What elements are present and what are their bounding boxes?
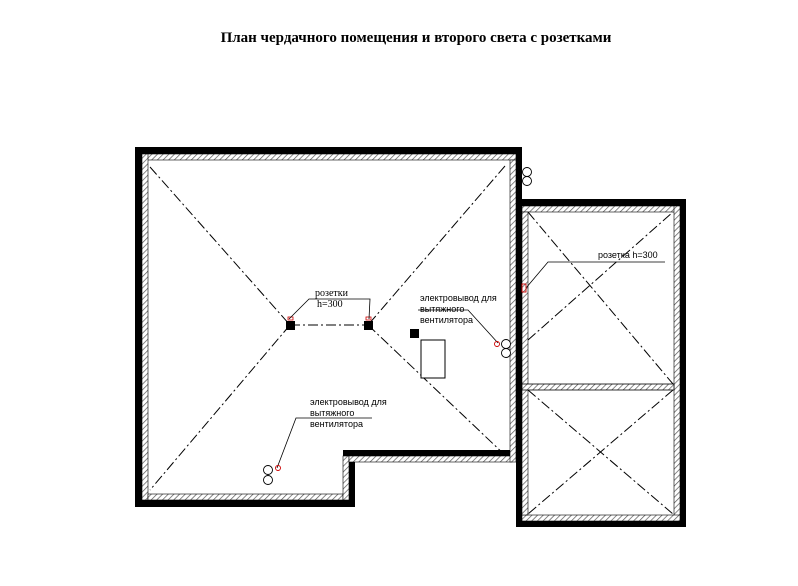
socket-left-marker [286,321,295,330]
fan-outlet-upper-line3: вентилятора [420,315,473,325]
sockets-center-label: розетки [315,288,349,299]
fan-outlet-lower-line3: вентилятора [310,419,363,429]
socket-right-label: розетка h=300 [598,250,658,260]
fan-outlet-icon [501,339,511,349]
main-room-walls [135,147,522,527]
sockets-center-height: h=300 [317,299,343,310]
fan-outlet-icons [263,167,532,485]
socket-square-marker [410,329,419,338]
fan-outlet-icon [263,465,273,475]
roof-hip-lines [149,165,674,515]
annex-room-walls [516,199,686,527]
fan-outlet-icon [522,167,532,177]
fan-outlet-upper-line2: вытяжного [420,304,464,314]
fan-outlet-upper-line1: электровывод для [420,293,497,303]
socket-right-marker [364,321,373,330]
plan-title: План чердачного помещения и второго свет… [220,30,612,46]
leader-lines [276,261,665,469]
fan-outlet-lower-line2: вытяжного [310,408,354,418]
vent-box [420,339,446,379]
fan-outlet-lower-line1: электровывод для [310,397,387,407]
red-markers [275,283,527,471]
socket-markers [286,316,419,338]
